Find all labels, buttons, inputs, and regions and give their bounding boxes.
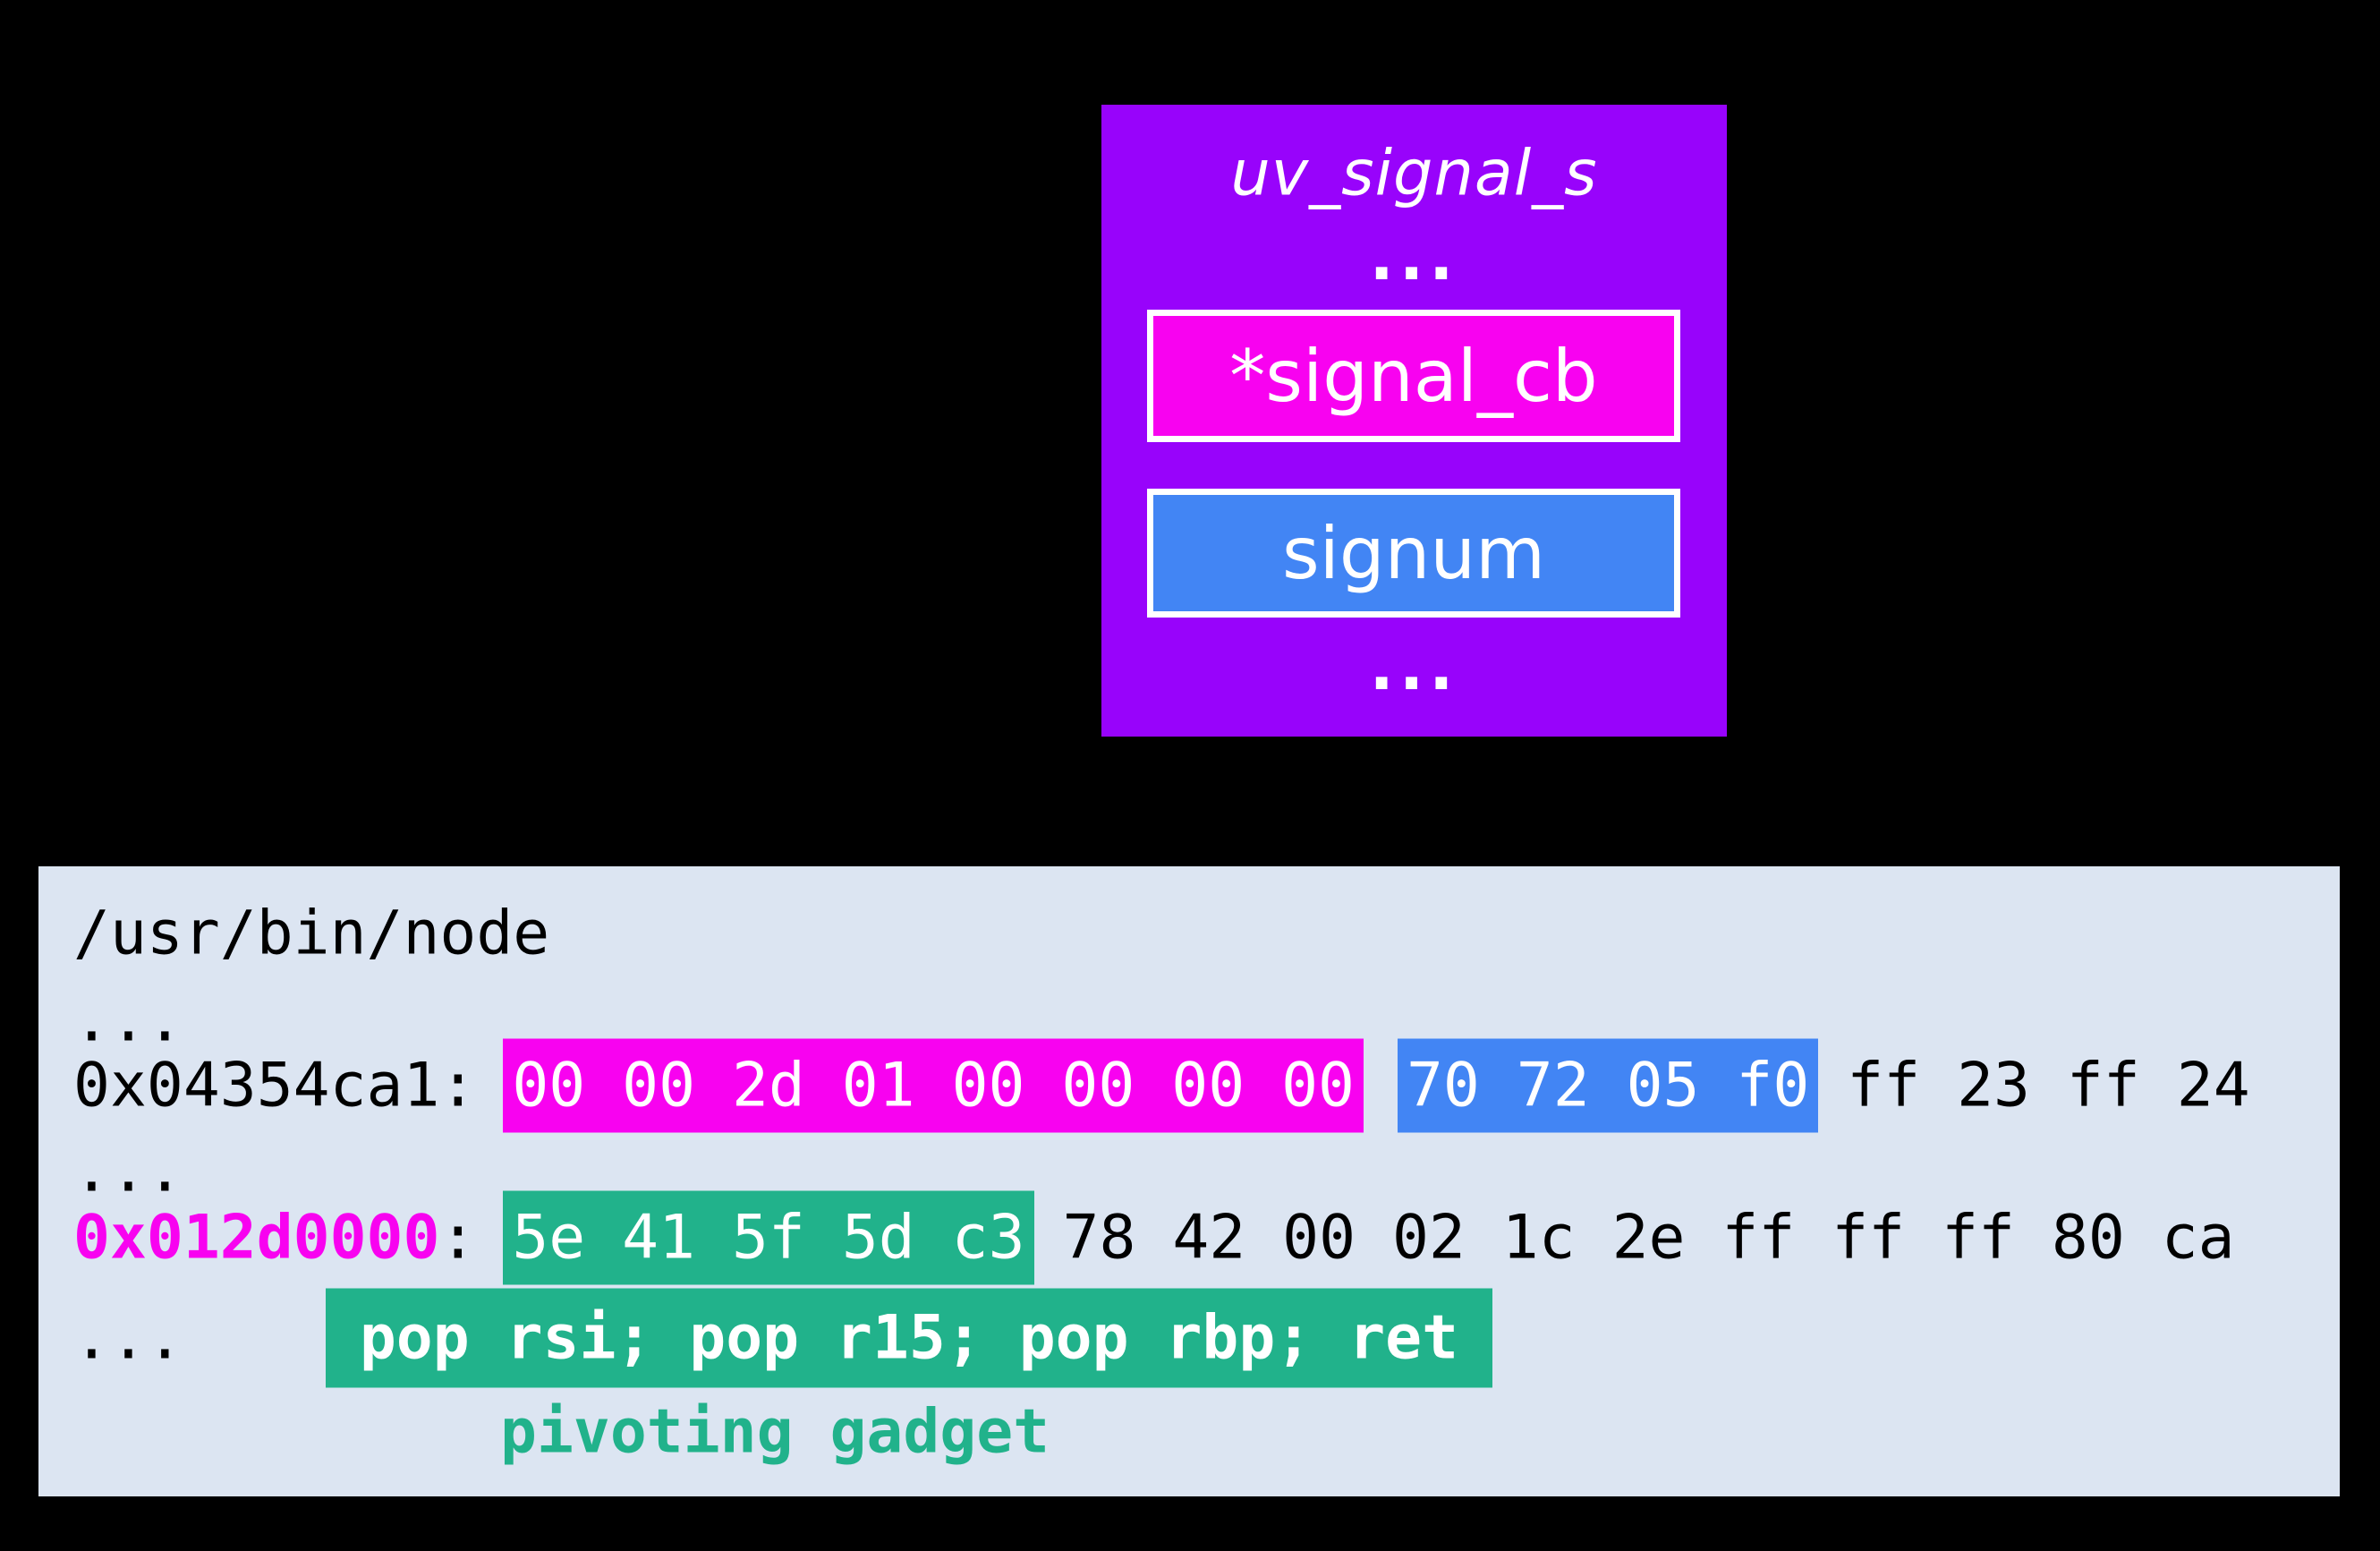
hex-row-2-tail-bytes: 78 42 00 02 1c 2e ff ff ff 80 ca bbox=[1062, 1202, 2235, 1274]
gadget-bytes-highlight: 5e 41 5f 5d c3 bbox=[503, 1190, 1034, 1285]
field-signal-cb-label: *signal_cb bbox=[1229, 334, 1598, 418]
gadget-address-colon: : bbox=[439, 1202, 477, 1274]
hex-row-1-tail-bytes: ff 23 ff 24 bbox=[1847, 1050, 2250, 1121]
pivot-gadget-caption: pivoting gadget bbox=[500, 1396, 1050, 1468]
signum-bytes-highlight: 70 72 05 f0 bbox=[1397, 1038, 1819, 1133]
gadget-address: 0x012d0000 bbox=[73, 1202, 440, 1274]
ellipsis-row-1: ... bbox=[73, 984, 183, 1056]
struct-title: uv_signal_s bbox=[1230, 136, 1598, 210]
binary-path: /usr/bin/node bbox=[73, 898, 550, 969]
hex-row-gadget: 0x012d0000 : 5e 41 5f 5d c3 78 42 00 02 … bbox=[73, 1190, 2235, 1285]
gadget-instruction-row: ... pop rsi; pop r15; pop rbp; ret bbox=[73, 1288, 1493, 1388]
uv-signal-struct-box: uv_signal_s ... *signal_cb signum ... bbox=[1101, 105, 1727, 737]
hex-row-1-address: 0x04354ca1: bbox=[73, 1050, 477, 1121]
field-signal-cb: *signal_cb bbox=[1147, 310, 1680, 442]
ellipsis-row-2: ... bbox=[73, 1135, 183, 1206]
pivot-gadget-instructions: pop rsi; pop r15; pop rbp; ret bbox=[325, 1288, 1493, 1388]
hex-row-signal-cb: 0x04354ca1: 00 00 2d 01 00 00 00 00 70 7… bbox=[73, 1038, 2250, 1133]
signal-cb-bytes-highlight: 00 00 2d 01 00 00 00 00 bbox=[503, 1038, 1364, 1133]
ellipsis-row-3: ... bbox=[73, 1302, 183, 1374]
memory-dump-panel: /usr/bin/node ... 0x04354ca1: 00 00 2d 0… bbox=[38, 866, 2340, 1496]
field-signum-label: signum bbox=[1281, 511, 1546, 595]
field-signum: signum bbox=[1147, 489, 1680, 618]
